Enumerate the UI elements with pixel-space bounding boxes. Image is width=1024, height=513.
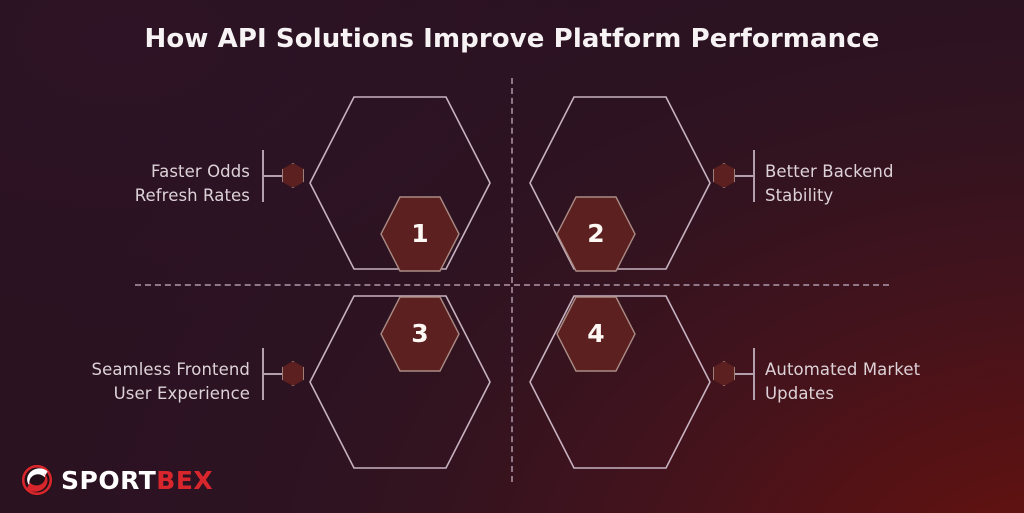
page-title: How API Solutions Improve Platform Perfo…: [144, 24, 880, 54]
quadrant-3-number-badge: 3: [380, 296, 460, 372]
quadrant-3: Seamless Frontend User Experience 3: [0, 285, 511, 513]
quadrant-3-outline-hexagon: [308, 294, 492, 470]
logo-text-sport: SPORT: [61, 465, 157, 495]
quadrant-3-label: Seamless Frontend User Experience: [91, 360, 250, 403]
quadrant-1-connector: [262, 150, 307, 202]
quadrant-2-number-badge: 2: [556, 196, 636, 272]
connector-bar: [262, 348, 264, 400]
connector-bar: [753, 150, 755, 202]
logo-wordmark: SPORTBEX: [61, 468, 213, 493]
quadrant-2-label: Better Backend Stability: [765, 162, 894, 205]
quadrant-2: Better Backend Stability 2: [512, 0, 1024, 284]
quadrant-1-number: 1: [411, 219, 429, 248]
connector-stub: [735, 175, 753, 177]
connector-stub: [264, 175, 282, 177]
quadrant-1: Faster Odds Refresh Rates 1: [0, 0, 511, 284]
quadrant-4: Automated Market Updates 4: [512, 285, 1024, 513]
connector-hexagon-icon: [713, 361, 735, 386]
horizontal-divider: [135, 284, 889, 286]
connector-stub: [735, 373, 753, 375]
vertical-divider: [511, 78, 513, 482]
quadrant-1-outline-hexagon: [308, 95, 492, 271]
quadrant-4-number: 4: [587, 319, 605, 348]
quadrant-2-outline-hexagon: [528, 95, 712, 271]
logo-text-bex: BEX: [156, 465, 214, 495]
connector-hexagon-icon: [713, 163, 735, 188]
quadrant-1-number-badge: 1: [380, 196, 460, 272]
quadrant-4-outline-hexagon: [528, 294, 712, 470]
connector-stub: [264, 373, 282, 375]
quadrant-4-connector: [710, 348, 755, 400]
quadrant-2-number: 2: [587, 219, 605, 248]
connector-hexagon-icon: [282, 361, 304, 386]
sportbex-mark-icon: [20, 463, 54, 497]
connector-bar: [262, 150, 264, 202]
brand-logo: SPORTBEX: [20, 463, 213, 497]
quadrant-4-number-badge: 4: [556, 296, 636, 372]
quadrant-4-label: Automated Market Updates: [765, 360, 921, 403]
quadrant-2-connector: [710, 150, 755, 202]
quadrant-3-connector: [262, 348, 307, 400]
quadrant-3-number: 3: [411, 319, 429, 348]
quadrant-1-label: Faster Odds Refresh Rates: [134, 162, 250, 205]
connector-bar: [753, 348, 755, 400]
connector-hexagon-icon: [282, 163, 304, 188]
